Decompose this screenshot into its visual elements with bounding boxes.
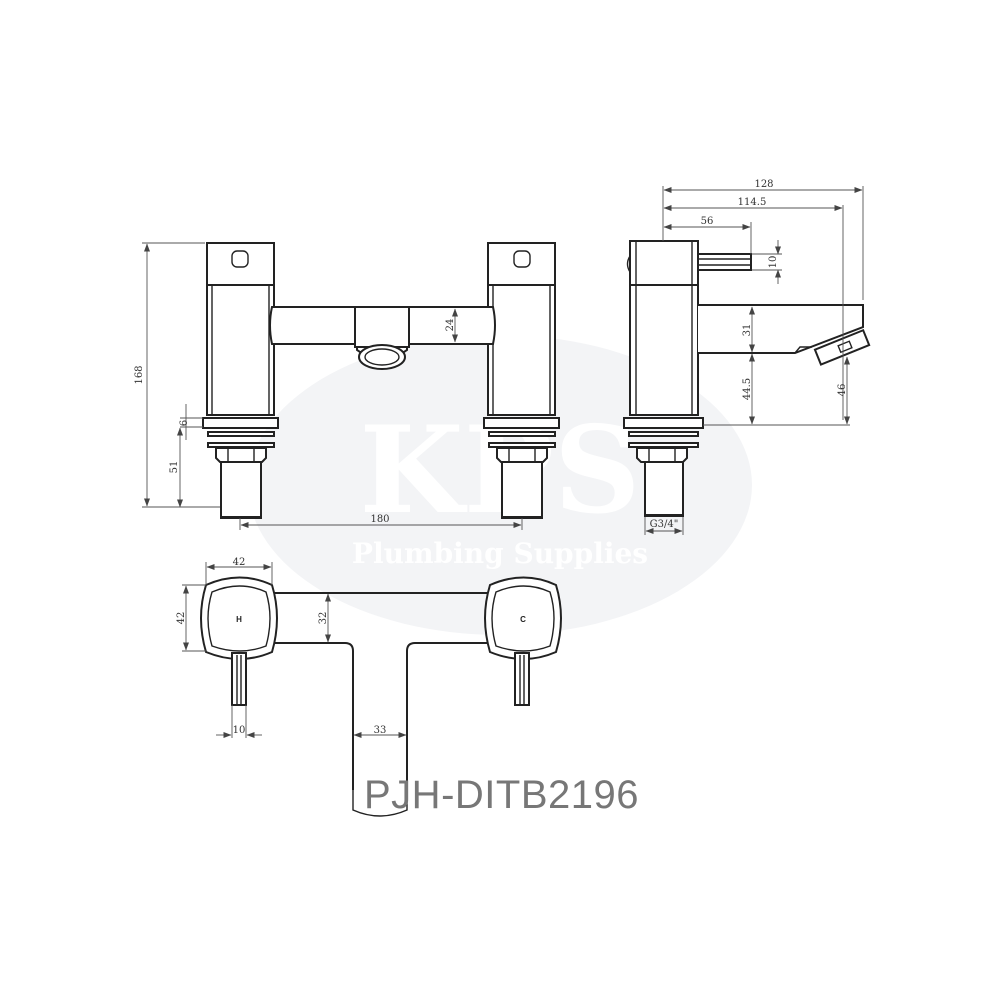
svg-text:42: 42 — [233, 557, 246, 568]
dim-spout-body-height: 31 — [742, 306, 755, 353]
dim-tap-centres: 180 — [239, 514, 523, 530]
dim-outlet-width: 33 — [353, 725, 407, 738]
dim-spout-height: 24 — [445, 308, 458, 343]
front-view: 168 6 51 24 180 — [134, 242, 560, 530]
dim-flange-thickness: 6 — [179, 404, 203, 440]
dim-outlet-height: 46 — [837, 356, 850, 425]
svg-text:31: 31 — [742, 324, 753, 337]
dim-spout-reach: 114.5 — [663, 197, 844, 420]
plan-bridge — [270, 592, 493, 817]
svg-text:180: 180 — [370, 514, 389, 525]
hot-label: H — [236, 615, 242, 624]
svg-text:168: 168 — [134, 365, 145, 384]
watermark-ellipse — [248, 335, 752, 635]
svg-text:6: 6 — [179, 420, 190, 426]
svg-text:51: 51 — [169, 461, 180, 474]
hot-handle-head: H — [200, 576, 278, 706]
svg-text:10: 10 — [233, 725, 246, 736]
right-tap-body — [483, 242, 560, 519]
indicator-icon — [513, 250, 531, 268]
plan-view: H C 42 42 32 — [176, 557, 562, 817]
svg-text:33: 33 — [374, 725, 387, 736]
dim-head-width: 42 — [205, 557, 273, 585]
svg-text:44.5: 44.5 — [742, 378, 753, 400]
dim-handle-thickness: 10 — [752, 240, 782, 284]
product-code: PJH-DITB2196 — [364, 773, 639, 817]
indicator-icon — [231, 250, 249, 268]
svg-text:24: 24 — [445, 319, 456, 332]
dim-handle-reach: 56 — [663, 216, 752, 254]
dim-overall-depth: 128 — [662, 179, 864, 300]
cold-handle-head: C — [484, 576, 562, 706]
svg-text:42: 42 — [176, 612, 187, 625]
svg-text:46: 46 — [837, 384, 848, 397]
dim-head-depth: 42 — [176, 584, 206, 652]
svg-text:G3/4": G3/4" — [650, 519, 679, 530]
watermark-tagline: Plumbing Supplies — [352, 537, 648, 570]
watermark: KPS Plumbing Supplies — [248, 335, 752, 635]
cold-label: C — [520, 615, 526, 624]
svg-text:10: 10 — [768, 256, 779, 269]
side-tap-body — [623, 240, 871, 517]
svg-text:56: 56 — [701, 216, 714, 227]
dim-spout-clearance: 44.5 — [703, 353, 850, 426]
bridge-spout — [269, 306, 496, 370]
dim-shank-length: 51 — [169, 427, 183, 508]
svg-text:114.5: 114.5 — [738, 197, 767, 208]
svg-text:128: 128 — [754, 179, 773, 190]
svg-text:32: 32 — [318, 612, 329, 625]
side-view: 128 114.5 56 10 31 — [623, 179, 871, 535]
dim-bridge-depth: 32 — [318, 593, 331, 643]
dim-thread-size: G3/4" — [644, 517, 684, 535]
dim-handle-width: 10 — [216, 705, 262, 738]
dim-overall-height: 168 — [134, 242, 220, 508]
